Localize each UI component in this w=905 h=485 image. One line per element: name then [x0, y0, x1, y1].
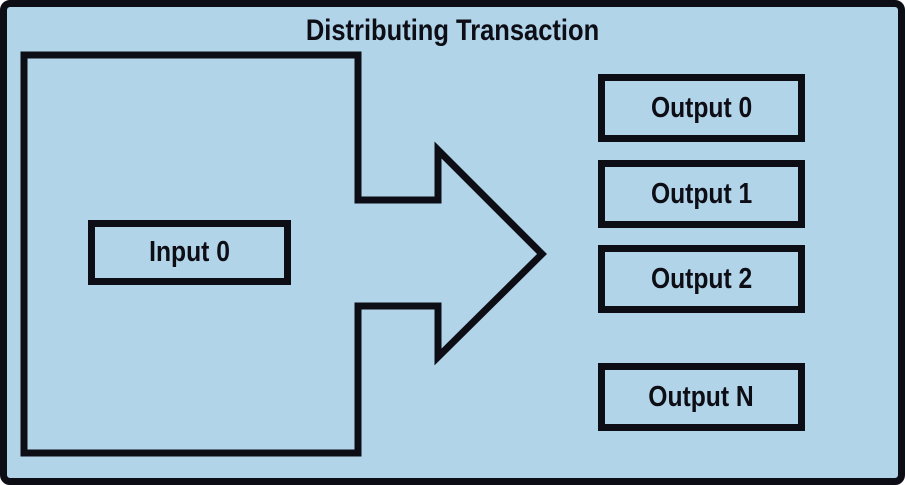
- input-label: Input 0: [149, 236, 230, 268]
- output-label: Output N: [648, 380, 755, 413]
- output-label: Output 2: [650, 262, 753, 295]
- output-box-n: Output N: [598, 363, 805, 431]
- output-label: Output 0: [650, 91, 753, 124]
- diagram-title: Distributing Transaction: [7, 12, 898, 50]
- input-box: Input 0: [88, 220, 291, 285]
- output-label: Output 1: [650, 177, 753, 210]
- output-box-2: Output 2: [598, 245, 805, 313]
- output-box-1: Output 1: [598, 160, 805, 228]
- output-box-0: Output 0: [598, 74, 805, 142]
- diagram-title-text: Distributing Transaction: [305, 14, 600, 47]
